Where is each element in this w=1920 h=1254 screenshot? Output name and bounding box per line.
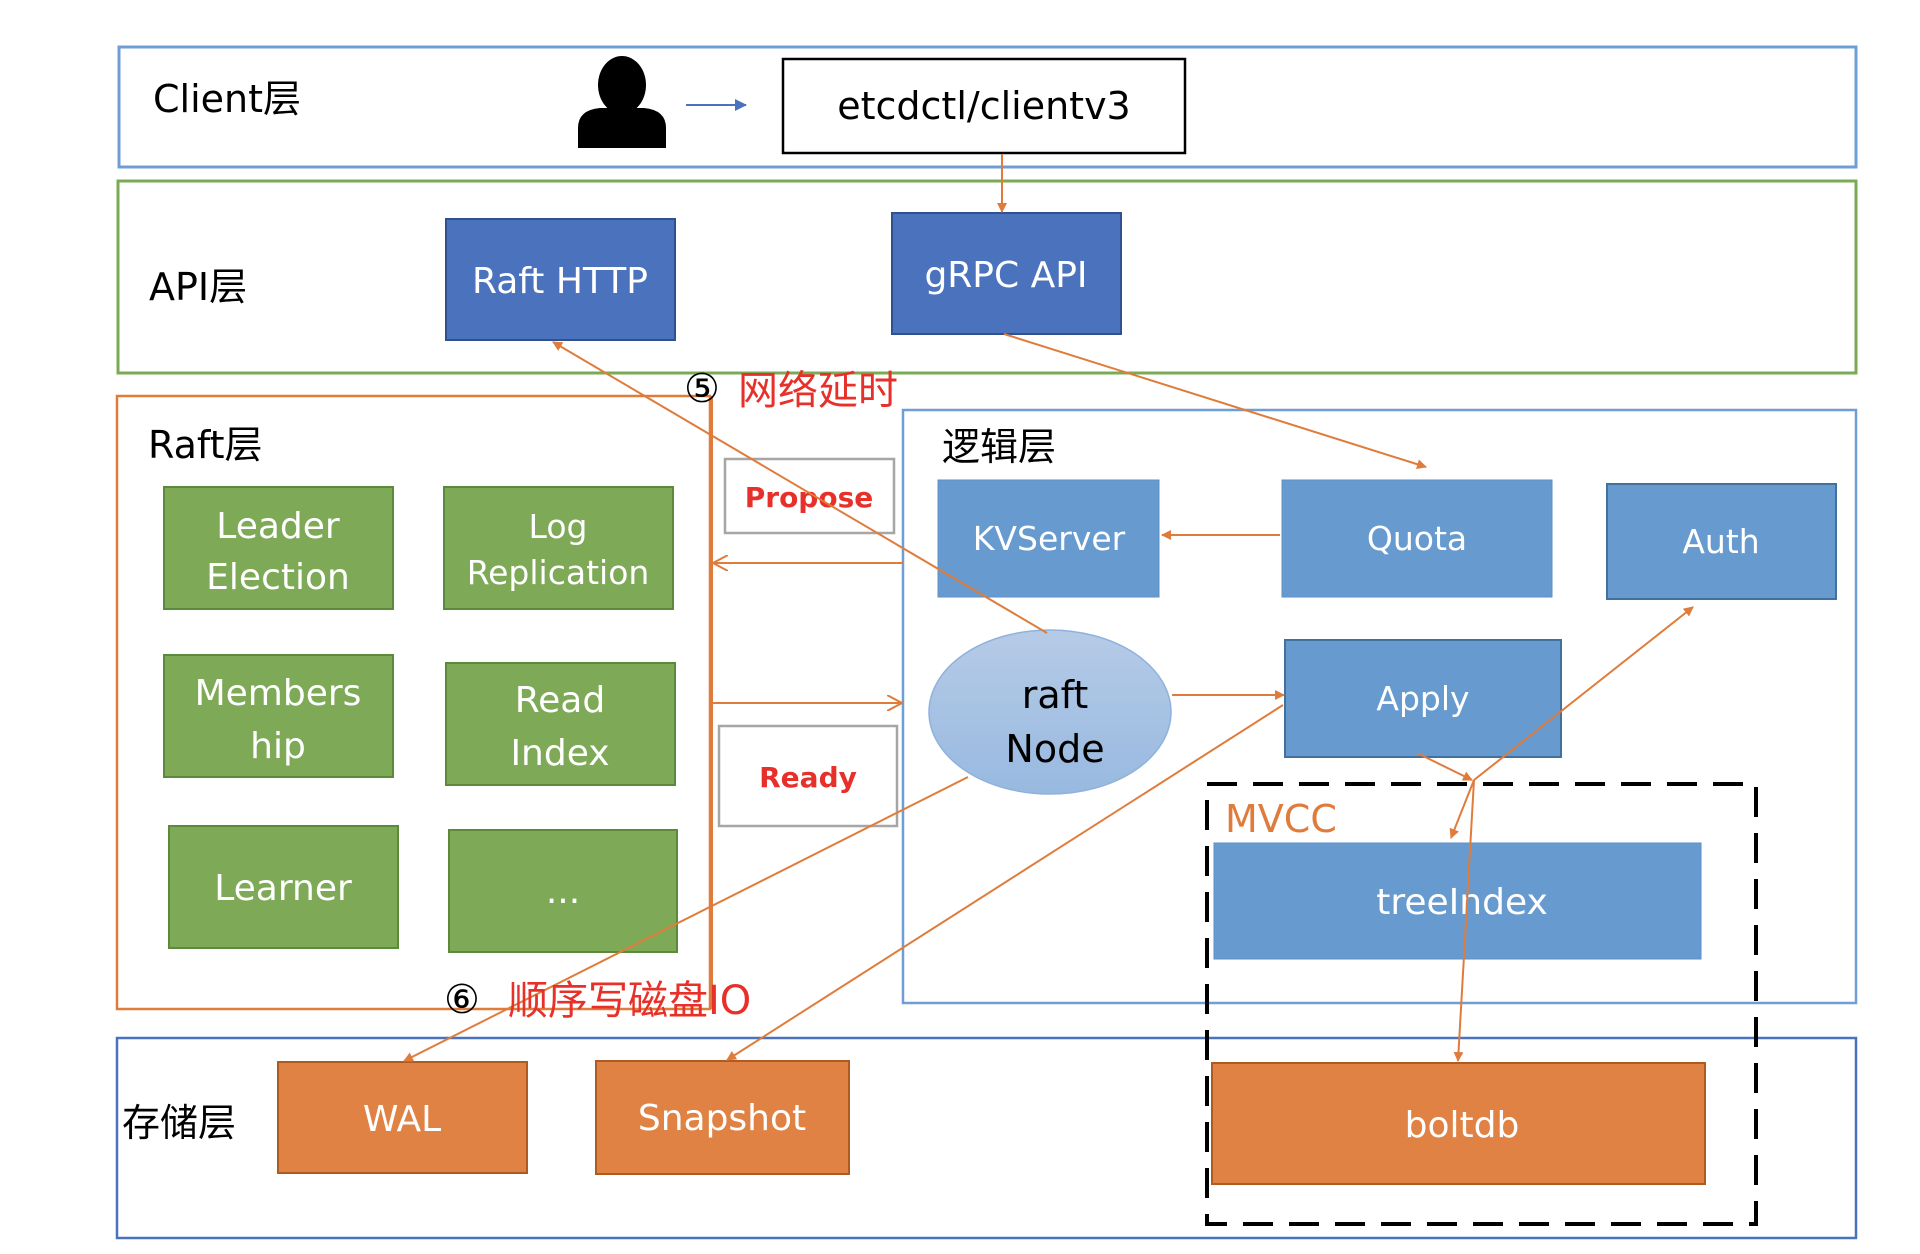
raft-node-label: Node [1005, 727, 1104, 771]
client-layer-label: Client层 [153, 77, 301, 121]
api-layer-frame [116, 179, 1858, 375]
ready-tag-label: Ready [759, 761, 857, 794]
disk-io-annotation: ⑥ 顺序写磁盘IO [444, 977, 751, 1024]
grpc-api-node[interactable]: gRPC API [891, 212, 1122, 335]
raft-module-membership[interactable]: Members hip [163, 654, 394, 778]
tree-index-label: treeIndex [1376, 882, 1548, 923]
quota-label: Quota [1367, 519, 1467, 558]
raft-module-learner[interactable]: Learner [168, 825, 399, 949]
apply-label: Apply [1376, 679, 1469, 718]
etcdctl-clientv3-label: etcdctl/clientv3 [837, 84, 1130, 128]
logic-layer: 逻辑层 KVServer Quota Auth raft Node Apply … [901, 408, 1858, 1005]
raft-node-label: raft [1022, 673, 1089, 717]
raftnode-to-rafthttp-arrow [552, 341, 1048, 634]
raft-module-label: Index [510, 733, 609, 774]
disk-io-text: 顺序写磁盘IO [508, 978, 751, 1024]
etcdctl-clientv3-node[interactable]: etcdctl/clientv3 [781, 57, 1187, 155]
kvserver-label: KVServer [973, 519, 1126, 558]
raft-module-label: Members [195, 673, 362, 714]
network-latency-text: 网络延时 [738, 368, 898, 414]
mvcc-label: MVCC [1225, 797, 1337, 841]
raft-module-label: Election [206, 557, 350, 598]
raft-module-label: Replication [467, 553, 650, 592]
raft-module-more[interactable]: ... [448, 829, 678, 953]
snapshot-label: Snapshot [638, 1098, 806, 1139]
raft-layer-frame [115, 394, 712, 1011]
raft-node[interactable]: raft Node [928, 629, 1172, 795]
client-layer-frame [117, 45, 1858, 169]
mvcc-to-treeindex-arrow [1449, 779, 1475, 839]
storage-layer: 存储层 WAL Snapshot boltdb [115, 1036, 1858, 1240]
wal-node[interactable]: WAL [277, 1061, 528, 1174]
connectors [403, 154, 1694, 1062]
propose-tag-label: Propose [745, 481, 874, 514]
raft-layer: Raft层 Leader Election Log Replication Me… [115, 394, 712, 1011]
ready-tag: Ready [717, 724, 899, 828]
raftnode-to-wal-arrow [403, 776, 969, 1062]
apply-to-mvcc-arrow [1416, 752, 1473, 781]
apply-node[interactable]: Apply [1284, 639, 1562, 758]
raft-module-label: hip [250, 726, 306, 767]
network-latency-annotation: ⑤ 网络延时 [684, 366, 898, 414]
raft-module-label: Learner [214, 868, 352, 909]
annotation-number-6: ⑥ [444, 977, 480, 1023]
logic-layer-frame [901, 408, 1858, 1005]
kvserver-node[interactable]: KVServer [937, 479, 1160, 598]
raft-module-label: Log [529, 507, 588, 546]
storage-layer-frame [115, 1036, 1858, 1240]
boltdb-label: boltdb [1405, 1105, 1520, 1146]
tree-index-node[interactable]: treeIndex [1213, 842, 1702, 960]
annotation-number-5: ⑤ [684, 366, 720, 412]
apply-to-snapshot-arrow [726, 704, 1284, 1061]
wal-label: WAL [363, 1099, 441, 1140]
person-icon [578, 56, 666, 148]
propose-tag: Propose [723, 457, 896, 535]
auth-node[interactable]: Auth [1606, 483, 1837, 600]
mvcc-to-auth-arrow [1473, 606, 1694, 781]
raft-module-leader-election[interactable]: Leader Election [163, 486, 394, 610]
auth-label: Auth [1682, 522, 1759, 561]
logic-layer-label: 逻辑层 [942, 425, 1056, 469]
raft-http-node[interactable]: Raft HTTP [445, 218, 676, 341]
raft-module-read-index[interactable]: Read Index [445, 662, 676, 786]
api-layer: API层 Raft HTTP gRPC API [116, 179, 1858, 375]
client-layer: Client层 etcdctl/clientv3 [117, 45, 1858, 169]
mvcc-group: MVCC [1205, 782, 1758, 1226]
mvcc-to-boltdb-arrow [1453, 779, 1475, 1062]
api-layer-label: API层 [149, 265, 247, 309]
grpc-to-quota-arrow [1003, 333, 1427, 470]
raft-module-label: Leader [216, 506, 340, 547]
boltdb-node[interactable]: boltdb [1211, 1062, 1706, 1185]
raft-layer-label: Raft层 [148, 423, 262, 467]
quota-node[interactable]: Quota [1281, 479, 1553, 598]
snapshot-node[interactable]: Snapshot [595, 1060, 850, 1175]
raft-module-log-replication[interactable]: Log Replication [443, 486, 674, 610]
raft-module-label: ... [546, 871, 580, 912]
storage-layer-label: 存储层 [122, 1101, 236, 1145]
raft-module-label: Read [515, 680, 605, 721]
grpc-api-label: gRPC API [924, 255, 1087, 296]
mvcc-frame [1205, 782, 1758, 1226]
raft-http-label: Raft HTTP [472, 261, 648, 302]
